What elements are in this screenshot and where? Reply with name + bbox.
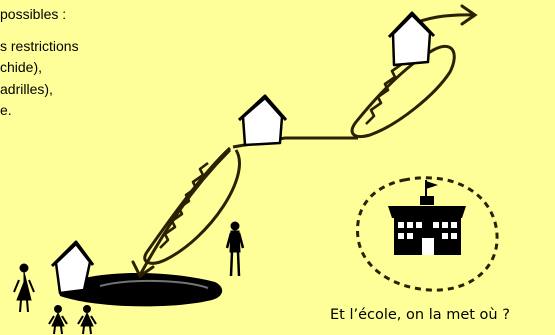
school-building-icon [388,180,466,255]
dashed-enclosure [356,176,499,292]
house-icon-1 [50,240,95,295]
person-icon-2 [225,221,245,277]
text-line-4: adrilles), [0,81,53,97]
person-icon-3 [48,305,68,335]
person-icon-1 [13,263,35,313]
text-line-3: chide), [0,59,43,75]
text-line-2: s restrictions [0,38,79,54]
caption-question: Et l’école, on la met où ? [330,307,510,323]
house-icon-3 [387,11,436,67]
house-icon-2 [237,94,288,147]
text-line-5: e. [0,102,12,118]
person-icon-4 [77,305,97,335]
loop-1 [131,146,241,279]
text-line-1: possibles : [0,6,67,22]
dark-hole-icon [58,272,223,307]
